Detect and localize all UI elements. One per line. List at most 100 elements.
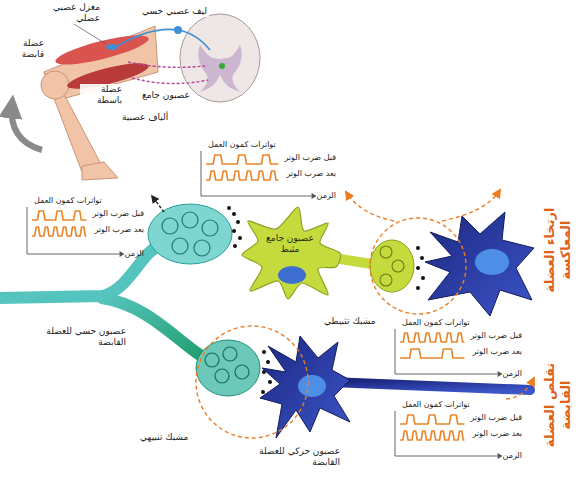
axis-arrowhead — [498, 453, 503, 459]
synaptic-vesicles — [380, 274, 392, 286]
signal-arrow — [152, 196, 164, 212]
nucleus — [475, 249, 509, 275]
action-potential-trace — [32, 227, 86, 236]
knee — [41, 71, 69, 99]
leader-line — [74, 24, 106, 44]
frequency-graph: تواترات كمون العملقبل ضرب الوتر بعد ضرب ا… — [392, 318, 524, 382]
synaptic-vesicles — [172, 238, 188, 254]
sensory-neuron — [0, 196, 272, 396]
cell-body — [425, 212, 534, 316]
motor-fiber — [128, 62, 205, 67]
synaptic-vesicles — [380, 246, 392, 258]
motor-axon — [330, 382, 530, 390]
neurotransmitters — [227, 206, 231, 210]
chart-title: تواترات كمون العمل — [402, 318, 470, 328]
axis-label: الزمن — [125, 249, 144, 259]
action-potential-trace — [400, 415, 464, 424]
synaptic-vesicles — [223, 347, 237, 361]
synaptic-vesicles — [202, 220, 218, 236]
trace-label: بعد ضرب الوتر — [286, 169, 336, 179]
neurotransmitters — [232, 229, 236, 233]
part-label: عضلة باسطة — [80, 84, 124, 106]
part-label: مغزل عصبي عضلي — [40, 2, 102, 24]
excitatory-synapse-ring — [196, 326, 308, 438]
sensory-fiber — [114, 29, 210, 50]
action-potential-trace — [400, 333, 464, 342]
synaptic-vesicles — [205, 353, 219, 367]
trace-label: بعد ضرب الوتر — [94, 225, 144, 235]
extensor-motor-neuron — [425, 212, 534, 316]
axon-terminal — [370, 240, 414, 292]
interneuron-dot — [219, 63, 225, 69]
neurotransmitters — [268, 380, 272, 384]
trace-label: قبل ضرب الوتر — [470, 413, 522, 423]
neuron-cell: عصبون جامع مثبط — [240, 205, 340, 300]
axis-arrowhead — [120, 251, 125, 257]
neurotransmitters — [416, 266, 420, 270]
synaptic-vesicles — [215, 369, 229, 383]
axis-arrowhead — [498, 371, 503, 377]
trace-label: قبل ضرب الوتر — [470, 331, 522, 341]
cell-name: عصبون جامع مثبط — [256, 233, 324, 255]
frequency-graph: تواترات كمون العملقبل ضرب الوتر بعد ضرب ا… — [392, 400, 524, 464]
ganglion — [174, 26, 182, 34]
grey-matter — [198, 45, 241, 92]
cell-body — [260, 336, 350, 438]
part-label: ألياف عصبية — [120, 112, 170, 123]
frequency-graph: تواترات كمون العمل قبل ضرب الوتر بعد ضرب ا… — [24, 196, 146, 262]
neurotransmitters — [416, 246, 425, 290]
cell-body — [242, 207, 341, 299]
neurotransmitters — [262, 350, 266, 354]
frequency-graph: تواترات كمون العمل قبل ضرب الوتر بعد ضرب ا… — [198, 140, 338, 204]
chart-title: تواترات كمون العمل — [34, 196, 102, 206]
neurotransmitters — [232, 212, 236, 216]
synapse-label: مشبك تنبيهي — [138, 432, 190, 443]
synaptic-vesicles — [182, 212, 198, 228]
action-potential-trace — [206, 171, 278, 180]
axis-label: الزمن — [317, 191, 336, 201]
neurotransmitters — [266, 360, 270, 364]
neurotransmitters — [236, 220, 240, 224]
chart-title: تواترات كمون العمل — [402, 400, 470, 410]
nucleus — [298, 375, 326, 397]
axon-terminal — [148, 204, 232, 264]
trace-label: بعد ضرب الوتر — [472, 429, 522, 439]
trace-label: بعد ضرب الوتر — [472, 347, 522, 357]
neurotransmitters — [233, 244, 237, 248]
synapse-label: مشبك تثبيطي — [322, 316, 378, 327]
signal-arrow — [442, 190, 500, 221]
interneuron-axon — [334, 240, 425, 292]
motor-fiber — [132, 78, 208, 84]
axis-label: الزمن — [503, 369, 522, 379]
axon-terminal — [196, 340, 260, 396]
axis-label: الزمن — [503, 451, 522, 461]
chart-title: تواترات كمون العمل — [208, 140, 276, 150]
part-label: ليف عصبي حسي — [140, 6, 209, 17]
neuron-label: عصبون حسي للعضلة القابضة — [44, 326, 128, 348]
action-potential-trace — [400, 349, 464, 358]
spinal-cord — [180, 14, 260, 102]
neurotransmitters — [416, 246, 420, 250]
synaptic-vesicles — [162, 212, 218, 256]
sensory-axon — [0, 244, 162, 298]
neurotransmitters — [420, 256, 424, 260]
foot — [82, 162, 118, 180]
trace-label: قبل ضرب الوتر — [92, 209, 144, 219]
movement-arrow — [12, 104, 42, 150]
neurotransmitters — [416, 286, 420, 290]
synaptic-vesicles — [235, 365, 249, 379]
part-label: عصبون جامع — [140, 90, 192, 101]
neurotransmitters — [261, 390, 265, 394]
part-label: عضلة قابضة — [2, 38, 46, 60]
response-label: ارتخاء العضلة المعاكسة — [542, 190, 574, 310]
synaptic-vesicles — [392, 260, 404, 272]
inhibitory-synapse-ring — [370, 218, 466, 314]
trace-label: قبل ضرب الوتر — [284, 153, 336, 163]
synaptic-vesicles — [205, 347, 249, 383]
action-potential-trace — [32, 211, 86, 220]
knee-reflex-illustration — [12, 14, 260, 180]
synapse-markers — [196, 190, 534, 438]
synaptic-vesicles — [162, 218, 178, 234]
response-label: تقلص العضلة القابضة — [542, 345, 574, 465]
action-potential-trace — [206, 155, 278, 164]
